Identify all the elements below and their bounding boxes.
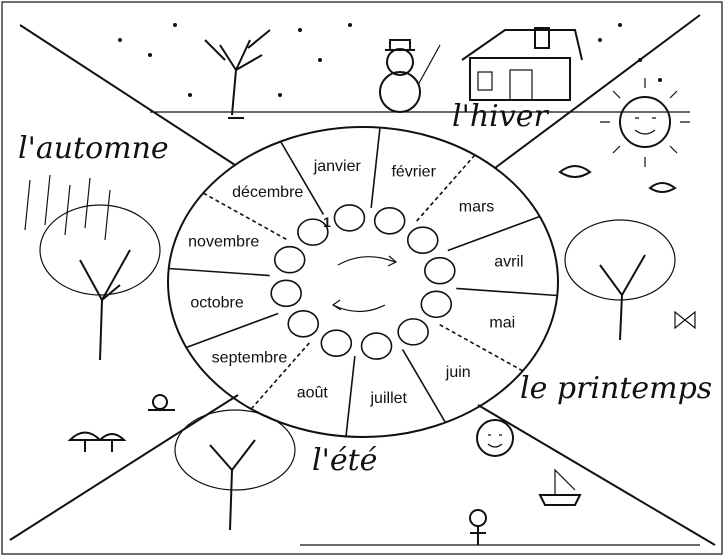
month-label: février	[391, 163, 436, 180]
bird-icon	[558, 165, 677, 193]
wheel-spoke	[185, 312, 279, 349]
number-circle[interactable]	[287, 310, 320, 338]
first-circle-number: 1	[323, 214, 331, 230]
month-label: septembre	[212, 350, 288, 367]
wheel-spoke	[168, 267, 270, 277]
tree-icon	[39, 204, 161, 361]
season-label-winter: l'hiver	[452, 99, 549, 134]
number-circle[interactable]	[373, 207, 406, 235]
snail-icon	[148, 394, 175, 411]
mushroom-icon	[67, 431, 127, 452]
sun-icon	[600, 78, 690, 167]
sun-icon	[476, 419, 514, 457]
tree-icon	[174, 409, 296, 531]
month-label: août	[297, 385, 329, 402]
tree-icon	[564, 219, 676, 341]
wheel-spoke	[456, 287, 558, 297]
quadrant-dividers	[9, 14, 716, 546]
month-label: mai	[489, 314, 515, 331]
number-circle[interactable]	[333, 204, 366, 232]
month-wheel: janvier février mars avril mai juin juillet aoû…	[167, 126, 559, 438]
summer-scene	[174, 409, 700, 546]
wheel-spoke	[401, 349, 447, 423]
number-circle[interactable]	[397, 318, 429, 346]
wheel-spoke	[447, 215, 541, 252]
month-label: octobre	[190, 294, 243, 311]
wheel-spokes	[168, 127, 558, 437]
wheel-spoke	[370, 127, 381, 208]
house-icon	[461, 27, 583, 101]
boat-icon	[538, 468, 582, 506]
number-circle[interactable]	[406, 226, 439, 254]
season-label-spring: le printemps	[520, 371, 712, 406]
number-circle[interactable]	[273, 245, 306, 274]
wheel-spoke	[345, 356, 356, 437]
month-labels: janvier février mars avril mai juin juillet aoû…	[188, 158, 523, 407]
month-label: juillet	[370, 390, 408, 407]
number-circles	[270, 204, 456, 360]
snow-dots	[118, 23, 662, 97]
month-label: mars	[459, 198, 495, 215]
month-label: décembre	[232, 184, 303, 201]
season-label-summer: l'été	[312, 443, 377, 478]
number-circle[interactable]	[424, 256, 456, 285]
spring-scene	[558, 78, 696, 341]
wheel-spoke	[279, 141, 325, 215]
wheel-spoke	[202, 192, 287, 241]
month-label: janvier	[313, 158, 362, 175]
number-circle[interactable]	[320, 329, 353, 357]
month-label: novembre	[188, 234, 259, 251]
snowman-icon	[379, 39, 441, 113]
wheel-spoke	[250, 342, 310, 410]
number-circle[interactable]	[420, 290, 453, 319]
butterfly-icon	[674, 310, 696, 330]
month-label: juin	[445, 364, 471, 381]
rain-icon	[24, 174, 111, 241]
wheel-outline	[167, 126, 559, 438]
child-icon	[469, 509, 487, 545]
clockwise-arrows-icon	[331, 255, 398, 313]
month-label: avril	[494, 254, 523, 271]
winter-scene	[118, 23, 690, 119]
number-circle[interactable]	[270, 279, 302, 308]
number-circle[interactable]	[297, 218, 329, 246]
bare-tree-icon	[204, 29, 271, 119]
wheel-spoke	[439, 323, 524, 372]
wheel-spoke	[416, 154, 476, 222]
season-label-autumn: l'automne	[18, 131, 169, 166]
number-circle[interactable]	[360, 332, 393, 360]
autumn-scene	[24, 174, 175, 452]
